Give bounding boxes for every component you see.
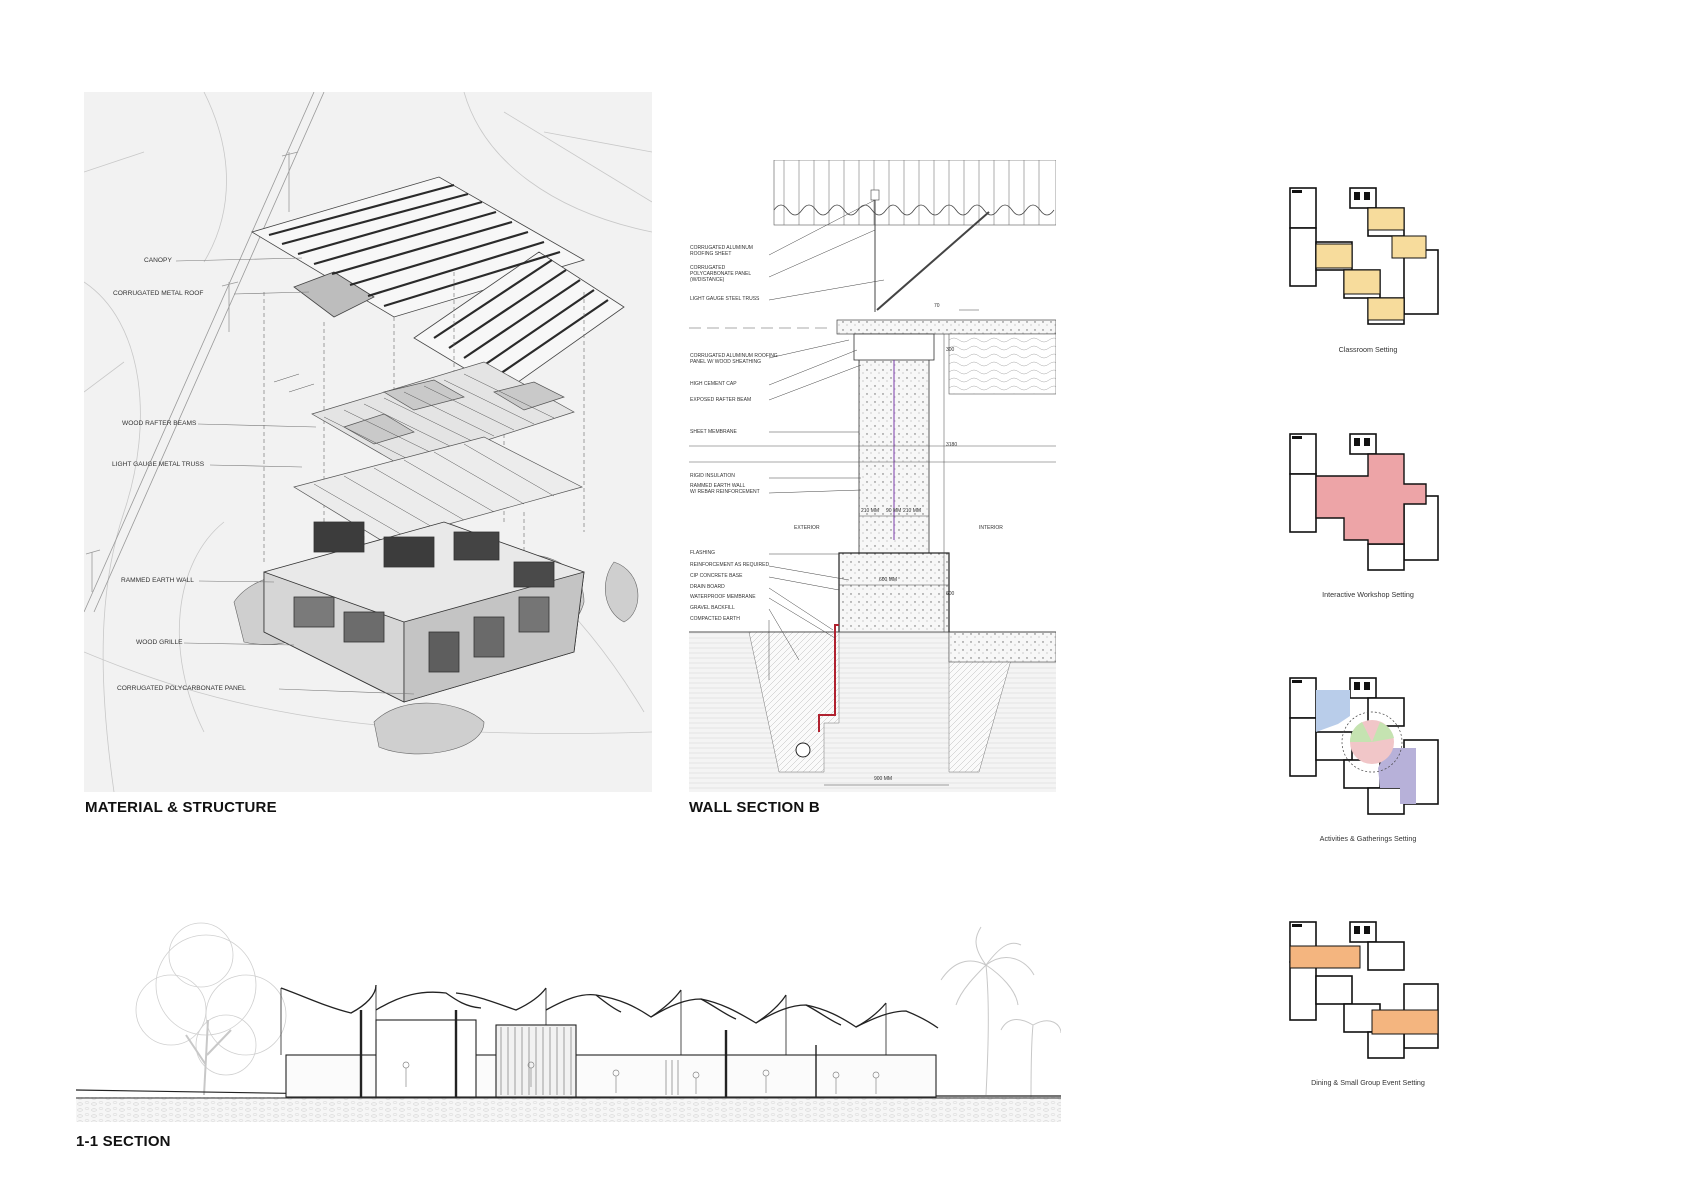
label-roofing-sheet: ROOFING SHEET [690,251,732,257]
label-corrugated-metal-roof: CORRUGATED METAL ROOF [113,290,204,297]
label-flashing: FLASHING [690,550,716,556]
caption-gatherings-setting: Activities & Gatherings Setting [1319,834,1417,843]
label-corrugated-polycarbonate-panel: CORRUGATED POLYCARBONATE PANEL [117,685,246,692]
dimension-900-mm: 900 mm [874,776,893,782]
label-reinforcement-as-required: REINFORCEMENT AS REQUIRED [690,562,770,568]
label-canopy: CANOPY [144,257,172,264]
label-exposed-rafter-beam: EXPOSED RAFTER BEAM [690,397,752,403]
dimension-600-vertical: 600 [946,591,955,597]
section-1-1-drawing [76,915,1061,1135]
label-rammed-earth-wall: RAMMED EARTH WALL [121,577,194,584]
label-cip-concrete-base: CIP CONCRETE BASE [690,573,743,579]
label-corrugated: CORRUGATED [690,265,726,271]
floor-plan-gatherings [1289,677,1439,815]
floor-plan-classroom [1289,187,1439,325]
label-roofing-panel: CORRUGATED ALUMINUM ROOFING [690,353,778,359]
caption-classroom-setting: Classroom Setting [1338,345,1398,354]
wall-section-drawing: CORRUGATED ALUMINUM ROOFING SHEET CORRUG… [689,160,1056,792]
caption-workshop-setting: Interactive Workshop Setting [1322,590,1414,599]
label-drain-board: DRAIN BOARD [690,584,725,590]
dimension-70: 70 [934,303,940,309]
floor-plan-dining [1289,921,1439,1059]
label-light-gauge-metal-truss: LIGHT GAUGE METAL TRUSS [112,461,205,468]
label-rammed-earth-wall-detail: RAMMED EARTH WALL [690,483,746,489]
dimension-210-right: 210 mm [903,508,922,514]
dimension-300: 300 [946,347,955,353]
workshop-setting-plan [1288,432,1448,572]
label-exterior: EXTERIOR [794,525,820,531]
label-gravel-backfill: GRAVEL BACKFILL [690,605,735,611]
building-cross-section [76,922,1061,1122]
wall-section-detail [689,160,1056,792]
label-w-distance: (W/DISTANCE) [690,277,725,283]
dimension-90: 90 mm [886,508,902,514]
title-material-structure: MATERIAL & STRUCTURE [85,799,277,816]
label-corrugated-aluminum: CORRUGATED ALUMINUM [690,245,753,251]
dimension-600-mm: 600 mm [879,577,898,583]
dining-setting-plan [1288,920,1448,1060]
gatherings-setting-plan [1288,676,1448,816]
label-wood-rafter-beams: WOOD RAFTER BEAMS [122,420,197,427]
label-panel-sheathing: PANEL W/ WOOD SHEATHING [690,359,762,365]
title-wall-section-b: WALL SECTION B [689,799,820,816]
floor-plan-workshop [1289,433,1439,571]
label-light-gauge-steel-truss: LIGHT GAUGE STEEL TRUSS [690,296,760,302]
label-rebar-reinforcement: W/ REBAR REINFORCEMENT [690,489,760,495]
caption-dining-setting: Dining & Small Group Event Setting [1311,1078,1425,1087]
classroom-setting-plan [1288,186,1448,326]
label-high-cement-cap: HIGH CEMENT CAP [690,381,737,387]
label-compacted-earth: COMPACTED EARTH [690,616,740,622]
label-rigid-insulation: RIGID INSULATION [690,473,735,479]
label-interior: INTERIOR [979,525,1003,531]
dimension-3180: 3180 [946,442,958,448]
label-waterproof-membrane: WATERPROOF MEMBRANE [690,594,756,600]
dimension-210-left: 210 mm [861,508,880,514]
axonometric-exploded-view [84,92,652,792]
label-polycarbonate-panel: POLYCARBONATE PANEL [690,271,752,277]
title-1-1-section: 1-1 SECTION [76,1133,171,1150]
label-sheet-membrane: SHEET MEMBRANE [690,429,737,435]
material-structure-drawing: CANOPY CORRUGATED METAL ROOF WOOD RAFTER… [84,92,652,792]
label-wood-grille: WOOD GRILLE [136,639,183,646]
